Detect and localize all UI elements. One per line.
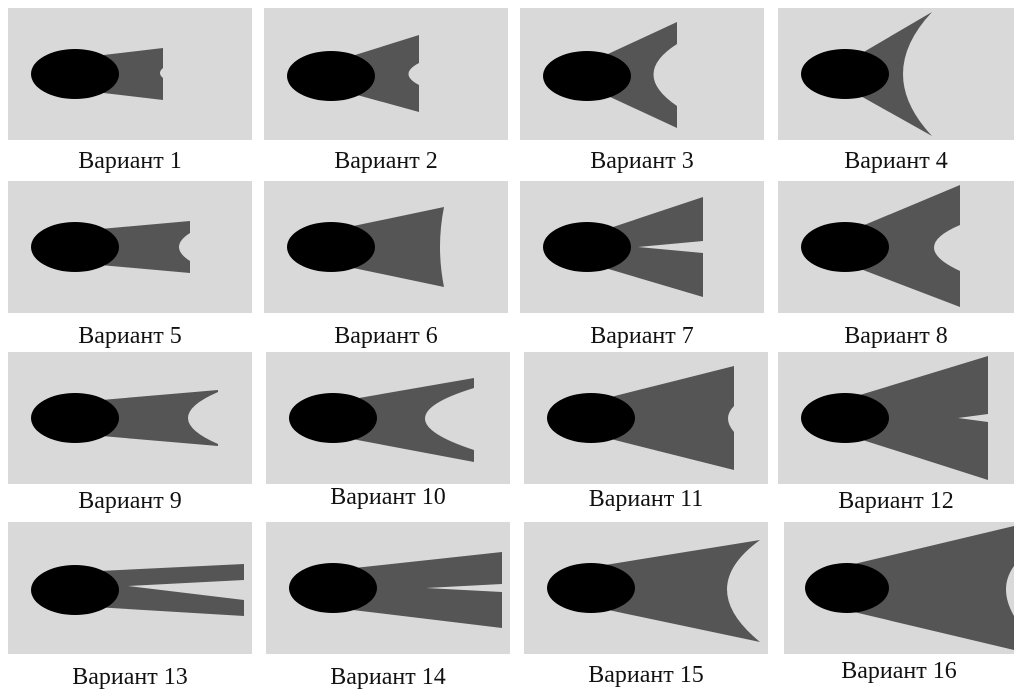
variant-3-panel <box>520 8 764 140</box>
variant-1-panel <box>8 8 252 140</box>
variant-7-panel <box>520 181 764 313</box>
variant-13-label: Вариант 13 <box>72 664 188 690</box>
variant-10-label: Вариант 10 <box>330 484 446 510</box>
variant-16-label: Вариант 16 <box>841 658 957 684</box>
variant-12-panel <box>778 352 1014 484</box>
variant-6-label: Вариант 6 <box>334 323 438 349</box>
variant-9-label: Вариант 9 <box>78 488 182 514</box>
variant-14-shape <box>289 552 502 628</box>
variant-4-panel <box>778 8 1014 140</box>
variant-14-panel <box>266 522 510 654</box>
variant-5-shape <box>31 221 190 273</box>
variant-12-label: Вариант 12 <box>838 488 954 514</box>
variant-3-shape <box>543 22 677 128</box>
variant-5-label: Вариант 5 <box>78 323 182 349</box>
variant-10-panel <box>266 352 510 484</box>
variant-1-shape <box>31 48 163 100</box>
variant-13-shape <box>31 564 244 616</box>
variant-1-label: Вариант 1 <box>78 148 182 174</box>
variant-8-label: Вариант 8 <box>844 323 948 349</box>
variant-15-label: Вариант 15 <box>588 662 704 688</box>
variant-11-shape <box>547 366 734 470</box>
variant-4-shape <box>801 12 932 136</box>
variant-3-label: Вариант 3 <box>590 148 694 174</box>
variant-15-panel <box>524 522 768 654</box>
variant-11-label: Вариант 11 <box>588 486 704 512</box>
variant-7-label: Вариант 7 <box>590 323 694 349</box>
variant-8-panel <box>778 181 1014 313</box>
variant-2-shape <box>287 35 419 112</box>
variant-12-shape <box>801 356 988 480</box>
variant-16-panel <box>784 522 1014 654</box>
variant-6-shape <box>287 207 444 287</box>
variant-14-label: Вариант 14 <box>330 664 446 690</box>
variant-2-label: Вариант 2 <box>334 148 438 174</box>
variant-13-panel <box>8 522 252 654</box>
variant-15-shape <box>547 540 760 642</box>
variant-9-panel <box>8 352 252 484</box>
variant-16-shape <box>805 526 1014 650</box>
variant-4-label: Вариант 4 <box>844 148 948 174</box>
variant-6-panel <box>264 181 508 313</box>
variant-10-shape <box>289 378 474 462</box>
variant-11-panel <box>524 352 768 484</box>
variant-9-shape <box>31 390 218 446</box>
variant-2-panel <box>264 8 508 140</box>
variant-7-shape <box>543 197 703 297</box>
variant-5-panel <box>8 181 252 313</box>
variant-8-shape <box>801 185 960 307</box>
